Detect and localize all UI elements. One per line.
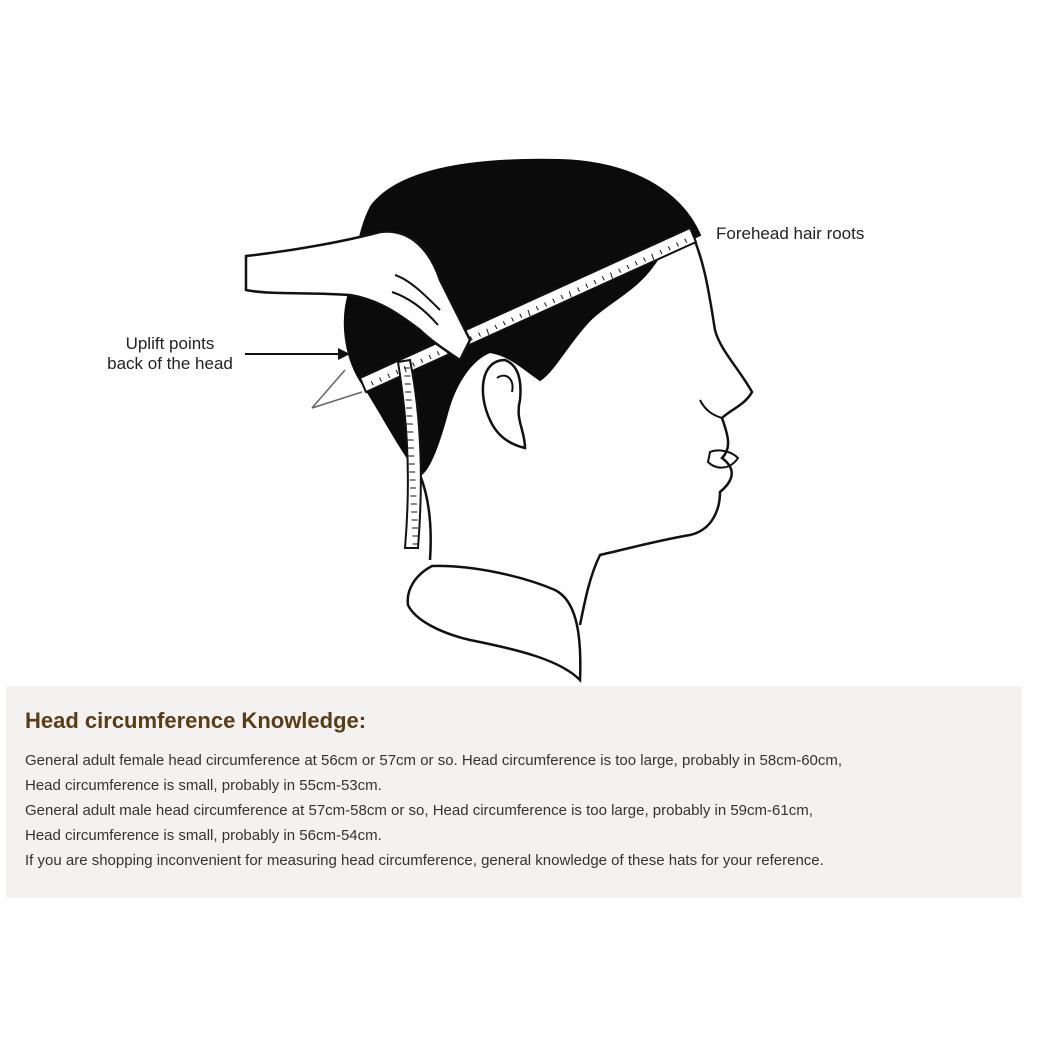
hand-fingers [391,274,441,326]
back-of-head-label: Uplift points back of the head [90,334,250,374]
knowledge-body: General adult female head circumference … [25,748,1015,873]
forehead-label: Forehead hair roots [716,224,865,243]
collar [406,564,582,683]
neck-back [418,474,432,561]
mouth [706,449,740,469]
knowledge-line: General adult male head circumference at… [25,802,813,819]
knowledge-line: General adult female head circumference … [25,752,843,769]
ear [481,358,527,450]
hand [244,230,472,362]
back-label-line1: Uplift points [125,334,215,353]
back-arrow [245,348,350,360]
knowledge-line: Head circumference is small, probably in… [25,777,382,794]
knowledge-panel: Head circumference Knowledge: General ad… [6,686,1022,898]
ear-inner [496,374,514,393]
back-label-line2: back of the head [107,354,233,373]
face-outline [578,229,754,626]
nose-line [699,399,723,419]
knowledge-title: Head circumference Knowledge: [25,708,367,733]
knowledge-line: Head circumference is small, probably in… [25,827,382,844]
knowledge-line: If you are shopping inconvenient for mea… [25,852,824,869]
head-measurement-illustration [244,158,754,683]
uplift-lines [311,369,363,409]
